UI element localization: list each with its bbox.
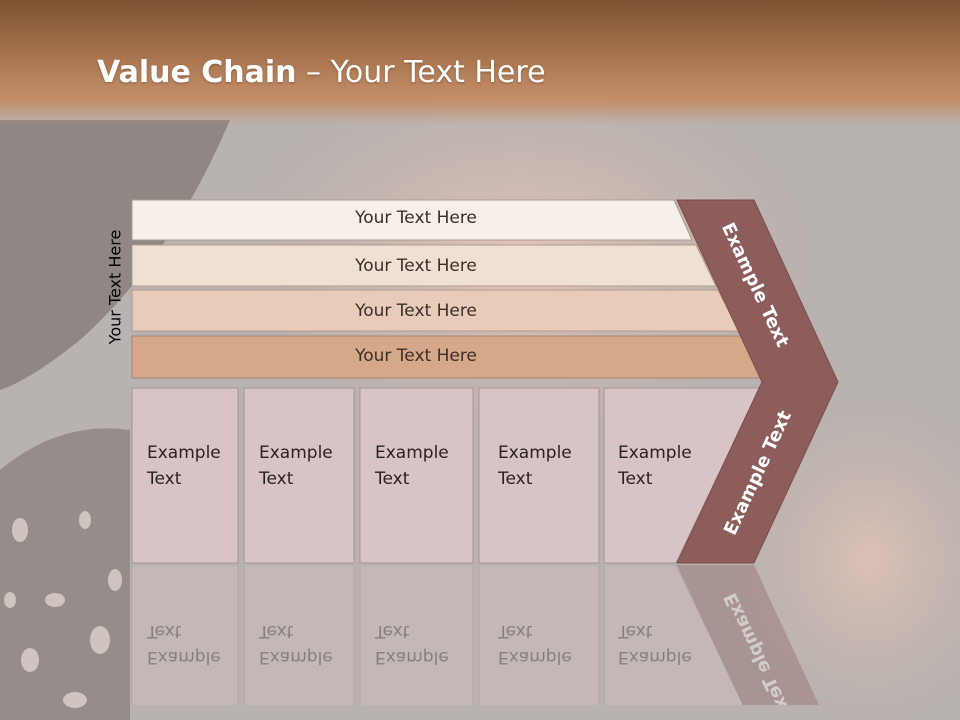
box-1-shape — [131, 387, 239, 564]
layer-2-label: Your Text Here — [355, 256, 477, 276]
box-2-shape — [243, 387, 355, 564]
layer-1-shape — [131, 199, 693, 241]
box-2-label: Example Text — [259, 443, 333, 489]
title-bold: Value Chain — [97, 55, 297, 90]
box-4-shape — [478, 387, 600, 564]
chevron-shape — [676, 199, 839, 564]
layer-1-label: Your Text Here — [355, 208, 477, 228]
title-rest: – Your Text Here — [296, 55, 546, 90]
layer-3-label: Your Text Here — [355, 301, 477, 321]
box-3-shape — [359, 387, 474, 564]
layer-2-shape — [131, 244, 717, 287]
title-band — [0, 0, 960, 125]
box-3-label: Example Text — [375, 443, 449, 489]
box-5-shape — [603, 387, 761, 564]
layer-4-label: Your Text Here — [355, 346, 477, 366]
box-1-label: Example Text — [147, 443, 221, 489]
page-title: Value Chain – Your Text Here — [97, 55, 546, 90]
box-5-label: Example Text — [618, 443, 692, 489]
box-4-label: Example Text — [498, 443, 572, 489]
